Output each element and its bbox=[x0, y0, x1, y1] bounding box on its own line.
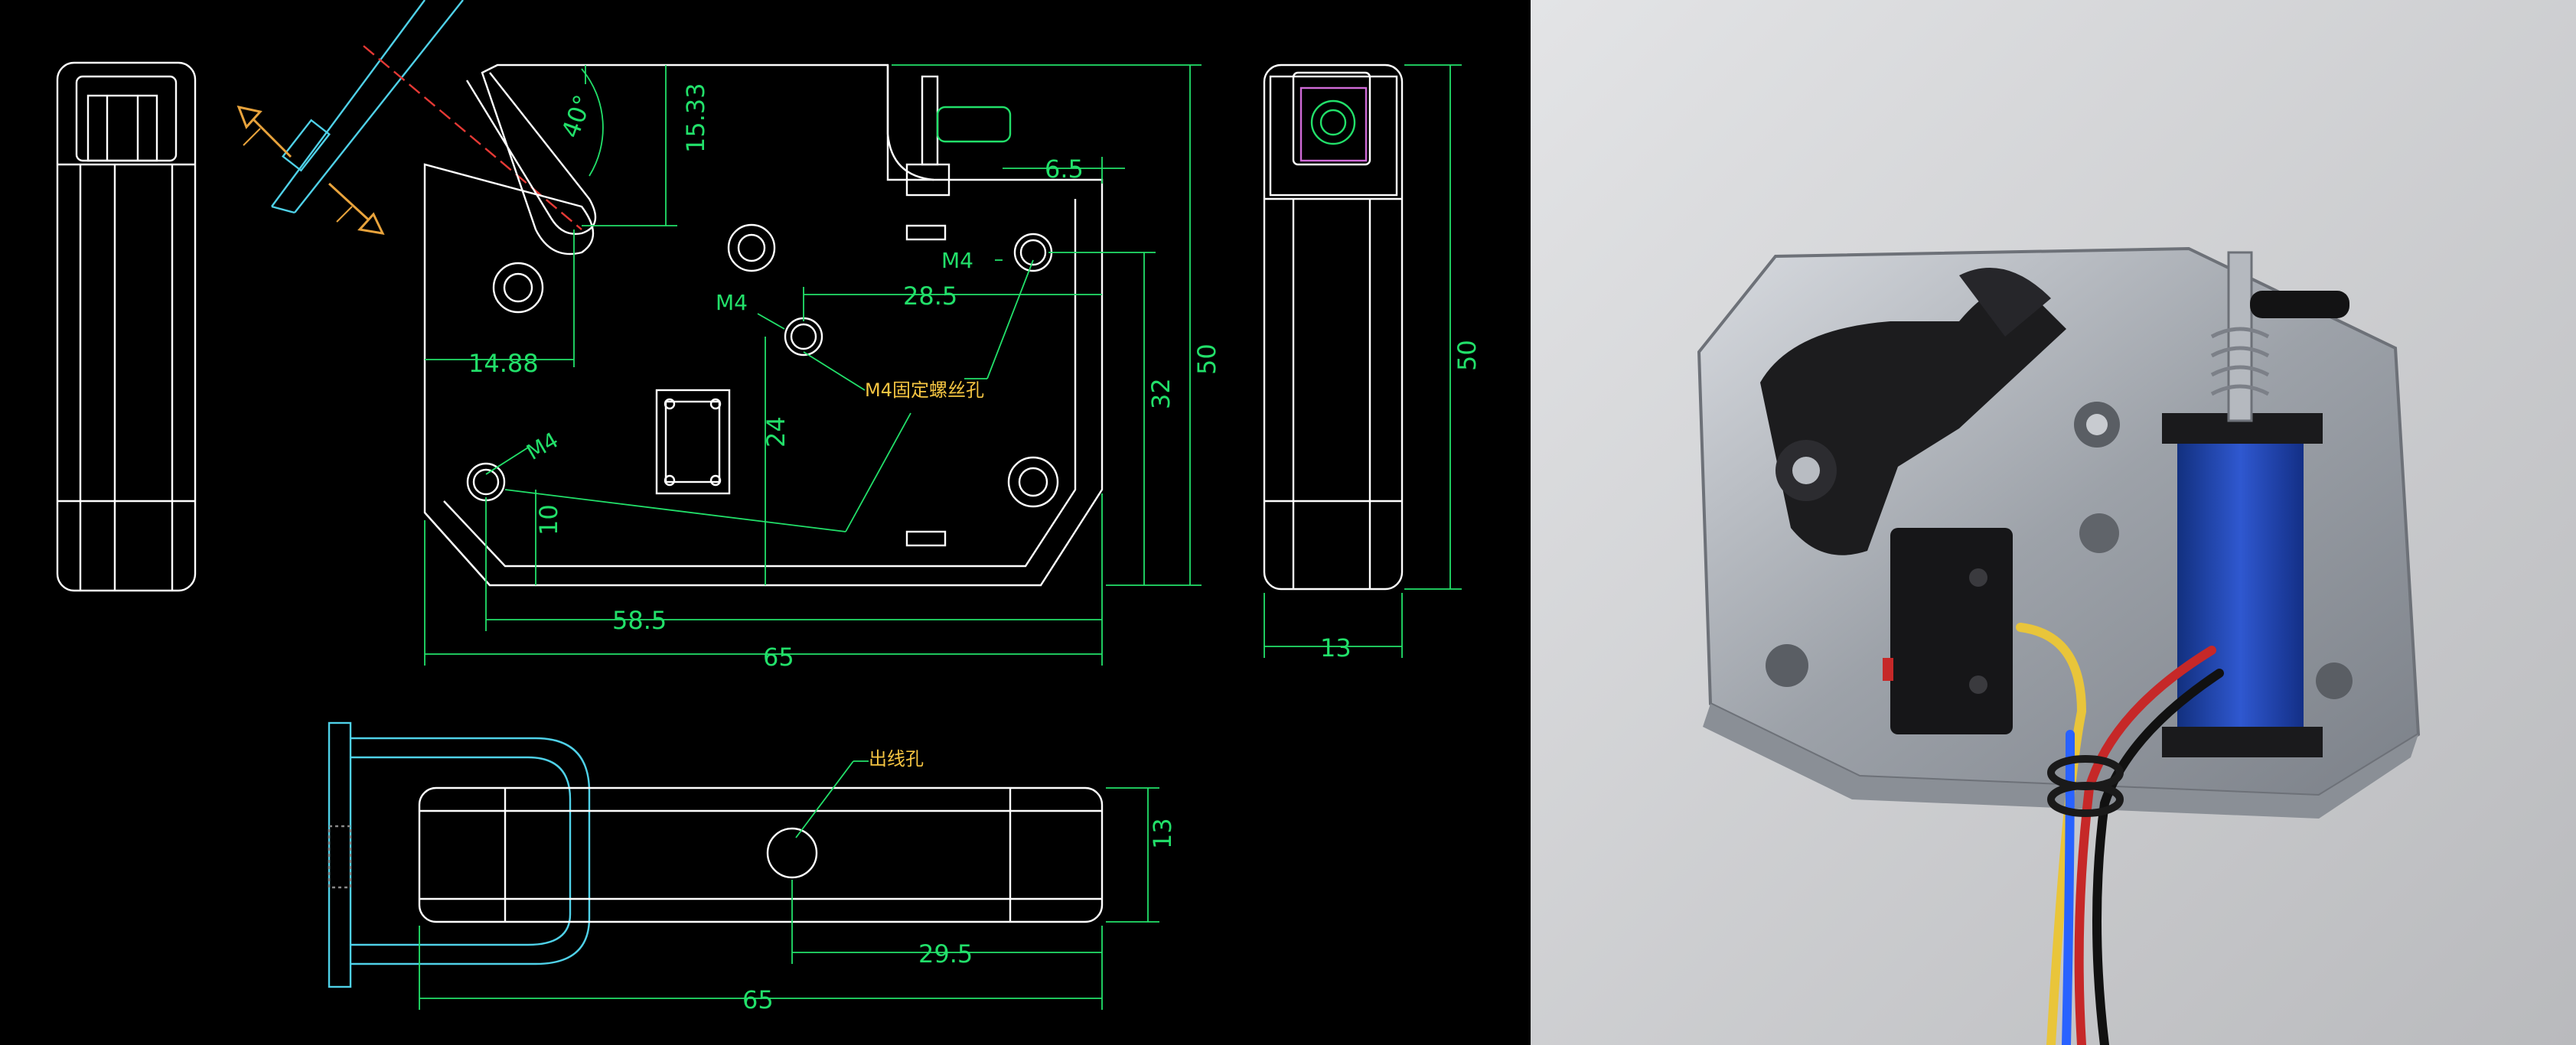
dim-15-33: 15.33 bbox=[681, 83, 710, 153]
right-side-view bbox=[1263, 63, 1404, 591]
note-m4-mounting-holes: M4固定螺丝孔 bbox=[865, 379, 984, 401]
micro-switch bbox=[1890, 528, 2013, 734]
left-side-view bbox=[56, 61, 197, 592]
dim-24: 24 bbox=[761, 416, 791, 448]
lock-assembly bbox=[1697, 246, 2421, 1045]
dim-6-5: 6.5 bbox=[1045, 155, 1084, 184]
technical-drawing: 40° 15.33 6.5 28.5 14.88 24 32 50 10 58.… bbox=[56, 0, 1482, 1014]
front-dimension-lines bbox=[424, 64, 1202, 666]
product-photo bbox=[1531, 0, 2576, 1045]
front-view bbox=[423, 63, 1104, 587]
dim-65-front: 65 bbox=[763, 643, 794, 672]
dim-58-5: 58.5 bbox=[612, 606, 667, 635]
dim-50-front: 50 bbox=[1192, 343, 1221, 375]
dim-14-88: 14.88 bbox=[468, 349, 539, 378]
front-dimension-labels: 40° 15.33 6.5 28.5 14.88 24 32 50 10 58.… bbox=[468, 83, 1221, 672]
plunger bbox=[2227, 251, 2253, 422]
dim-29-5: 29.5 bbox=[918, 939, 973, 968]
solenoid-body bbox=[2177, 417, 2304, 746]
dim-32: 32 bbox=[1146, 378, 1176, 409]
dim-50-side: 50 bbox=[1453, 340, 1482, 371]
dim-65-bottom: 65 bbox=[742, 985, 774, 1014]
dim-40deg: 40° bbox=[556, 91, 598, 142]
bolt-pin bbox=[2250, 291, 2349, 318]
dim-28-5: 28.5 bbox=[903, 282, 957, 311]
right-dimension-lines bbox=[1264, 64, 1462, 658]
label-m4-bottom: M4 bbox=[522, 427, 562, 465]
dim-13-bottom: 13 bbox=[1148, 818, 1177, 849]
bottom-dimension-lines bbox=[419, 760, 1159, 1010]
latch-arm bbox=[1760, 287, 2066, 555]
dim-10: 10 bbox=[534, 504, 563, 536]
wire-bundle bbox=[2016, 623, 2224, 1045]
bottom-view bbox=[328, 721, 1104, 988]
dim-13-side: 13 bbox=[1320, 633, 1352, 662]
label-m4-center: M4 bbox=[716, 290, 748, 315]
note-wire-exit-hole: 出线孔 bbox=[869, 748, 924, 770]
label-m4-top: M4 bbox=[941, 248, 973, 273]
latch-arm-motion bbox=[236, 0, 582, 235]
